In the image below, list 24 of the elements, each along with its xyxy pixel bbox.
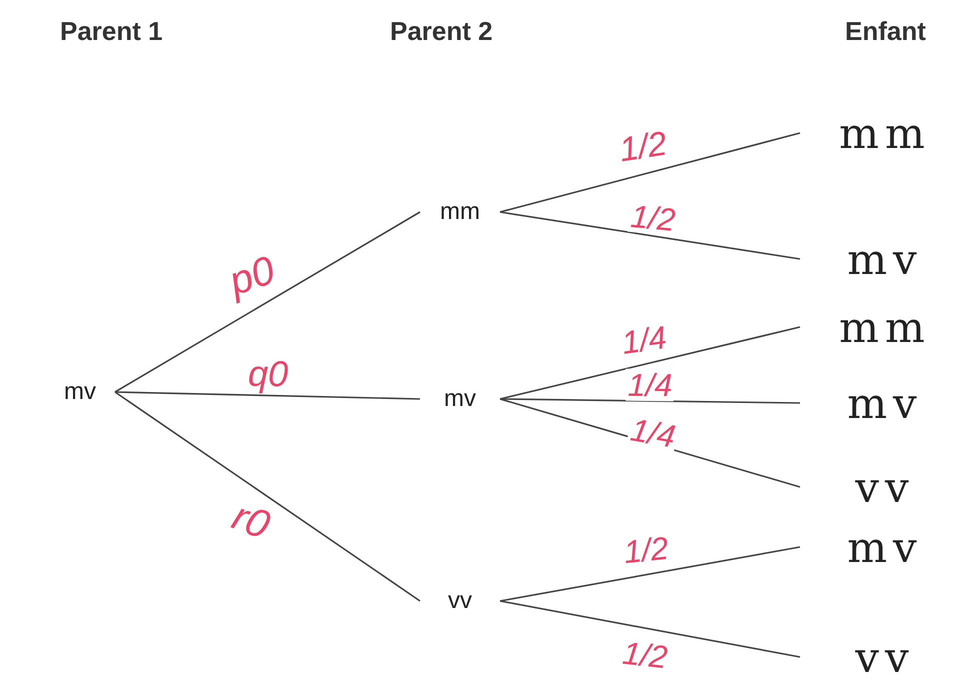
parent-genotype: mv [420,382,500,416]
branch-line [114,211,420,393]
branch-line [114,391,420,400]
parent-genotype: vv [420,584,500,618]
branch-line [500,132,800,213]
child-genotype: vv [800,462,970,512]
parent-genotype: mm [420,195,500,229]
branch-line [114,391,420,602]
child-genotype: mv [800,522,970,572]
column-heading: Parent 2 [390,16,493,47]
edge-label: 1/4 [626,368,675,402]
branch-line [500,600,800,658]
child-genotype: vv [800,632,970,682]
branch-line [500,546,800,602]
branch-line [500,326,800,400]
child-genotype: mv [800,378,970,428]
parent-genotype: mv [45,375,115,409]
child-genotype: mm [800,302,970,352]
child-genotype: mm [800,108,970,158]
child-genotype: mv [800,234,970,284]
column-heading: Parent 1 [60,16,163,47]
column-heading: Enfant [845,16,926,47]
branch-line [500,211,800,260]
branch-line [500,398,800,404]
